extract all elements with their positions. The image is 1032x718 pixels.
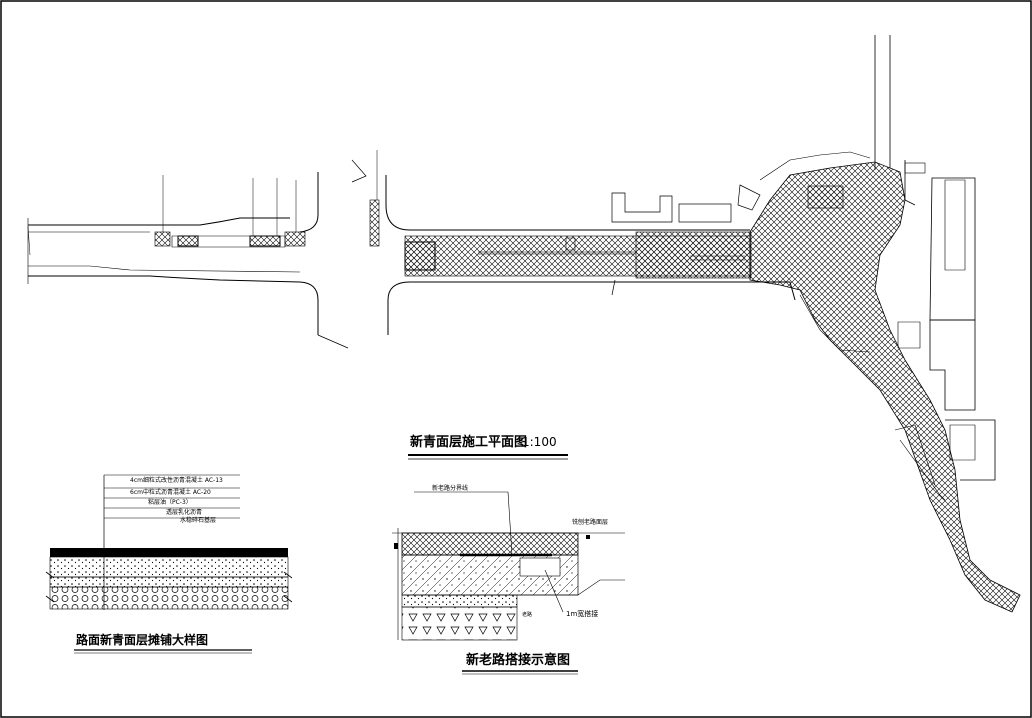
joint-label-width: 1m宽搭接 xyxy=(566,609,598,618)
section-title: 路面新青面层摊铺大样图 xyxy=(76,632,208,647)
plan-junction-hatch xyxy=(749,161,1021,613)
joint-label-boundary: 新老路分界线 xyxy=(432,484,468,492)
joint-label-milling: 铣刨老路面层 xyxy=(572,518,608,526)
layer-label-3: 粘层油（PC-3） xyxy=(148,498,192,506)
joint-detail: 新老路分界线 铣刨老路面层 1m宽搭接 老路 新老路搭接示意图 xyxy=(392,484,625,675)
layer-label-4: 透层乳化沥青 xyxy=(166,508,202,516)
layer-label-5: 水稳碎石基层 xyxy=(180,516,216,524)
joint-title: 新老路搭接示意图 xyxy=(466,652,570,668)
layer-label-1: 4cm细粒式改性沥青混凝土 AC-13 xyxy=(130,476,223,484)
plan-title-group: 新青面层施工平面图 1:100 xyxy=(408,434,568,460)
plan-scale: 1:100 xyxy=(522,435,557,449)
layer-label-2: 6cm中粒式沥青混凝土 AC-20 xyxy=(130,488,211,496)
plan-view xyxy=(27,35,1021,613)
joint-label-old-road: 老路 xyxy=(522,611,532,618)
plan-title: 新青面层施工平面图 xyxy=(410,434,527,450)
pavement-section: 4cm细粒式改性沥青混凝土 AC-13 6cm中粒式沥青混凝土 AC-20 粘层… xyxy=(45,474,293,654)
